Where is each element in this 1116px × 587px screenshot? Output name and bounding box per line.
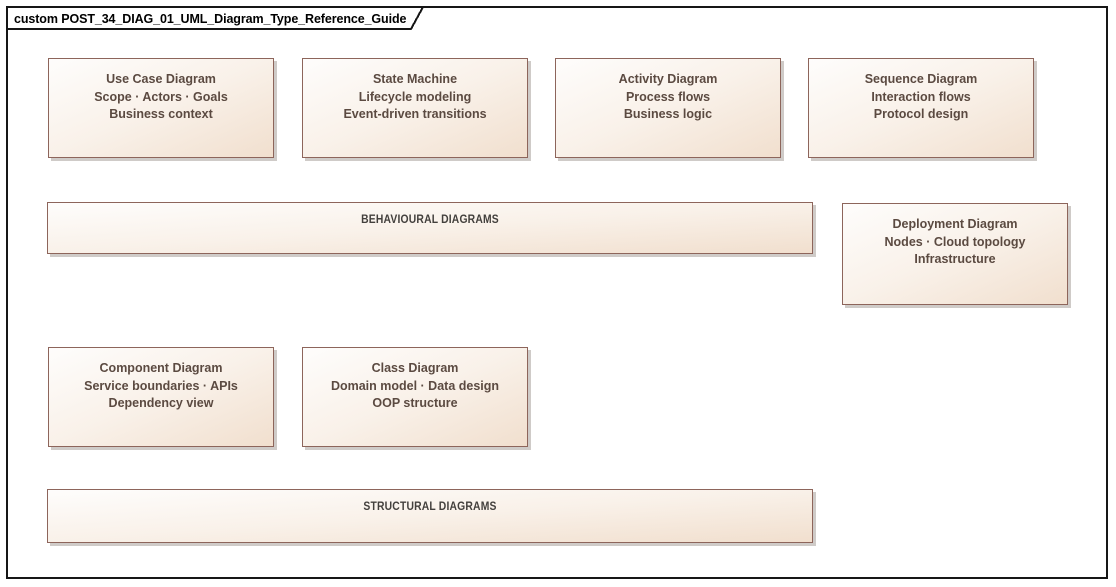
element-title: Activity Diagram: [618, 72, 718, 86]
element-behavioural-diagrams-bar[interactable]: BEHAVIOURAL DIAGRAMS: [47, 202, 813, 254]
element-line: OOP structure: [372, 396, 458, 410]
element-line: Protocol design: [873, 107, 969, 121]
element-line: Interaction flows: [871, 89, 971, 104]
element-deployment-diagram[interactable]: Deployment Diagram Nodes · Cloud topolog…: [842, 203, 1068, 305]
element-line: Domain model · Data design: [330, 378, 500, 393]
element-line: Lifecycle modeling: [358, 89, 472, 104]
element-component-diagram[interactable]: Component Diagram Service boundaries · A…: [48, 347, 274, 447]
element-line: Service boundaries · APIs: [84, 378, 238, 393]
element-title: Deployment Diagram: [892, 217, 1018, 231]
element-title: Class Diagram: [371, 361, 459, 375]
bar-label: BEHAVIOURAL DIAGRAMS: [361, 214, 499, 226]
element-title: Sequence Diagram: [864, 72, 978, 86]
element-class-diagram[interactable]: Class Diagram Domain model · Data design…: [302, 347, 528, 447]
element-line: Scope · Actors · Goals: [94, 89, 228, 104]
element-use-case-diagram[interactable]: Use Case Diagram Scope · Actors · Goals …: [48, 58, 274, 158]
element-title: Component Diagram: [99, 361, 223, 375]
element-line: Infrastructure: [914, 252, 996, 266]
element-line: Nodes · Cloud topology: [884, 234, 1026, 249]
element-line: Business context: [109, 107, 213, 121]
element-line: Event-driven transitions: [343, 107, 487, 121]
diagram-frame: [6, 6, 1108, 579]
frame-label-tab: [6, 6, 425, 30]
element-line: Dependency view: [108, 396, 214, 410]
element-sequence-diagram[interactable]: Sequence Diagram Interaction flows Proto…: [808, 58, 1034, 158]
element-structural-diagrams-bar[interactable]: STRUCTURAL DIAGRAMS: [47, 489, 813, 543]
element-state-machine[interactable]: State Machine Lifecycle modeling Event-d…: [302, 58, 528, 158]
element-activity-diagram[interactable]: Activity Diagram Process flows Business …: [555, 58, 781, 158]
bar-label: STRUCTURAL DIAGRAMS: [363, 501, 497, 513]
frame-label: custom POST_34_DIAG_01_UML_Diagram_Type_…: [14, 12, 407, 26]
element-line: Process flows: [625, 89, 711, 104]
element-title: Use Case Diagram: [106, 72, 216, 86]
element-line: Business logic: [623, 107, 713, 121]
element-title: State Machine: [372, 72, 458, 86]
